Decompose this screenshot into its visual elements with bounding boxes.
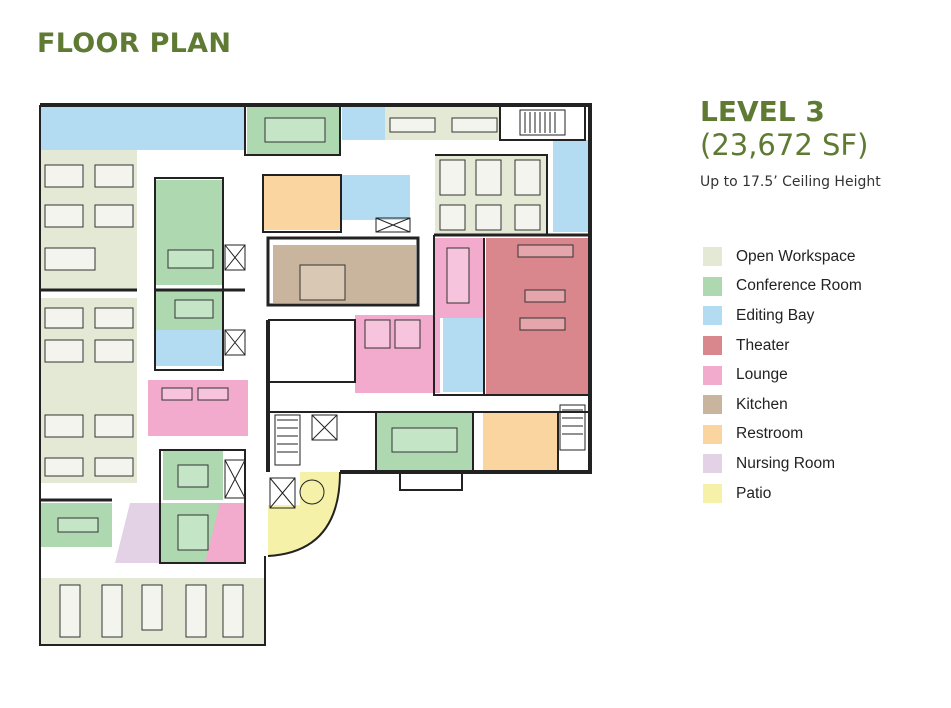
legend-item-lounge: Lounge <box>703 360 862 390</box>
legend-item-restroom: Restroom <box>703 420 862 450</box>
editing-bay-theater-side <box>443 318 483 392</box>
legend: Open Workspace Conference Room Editing B… <box>703 242 862 508</box>
swatch <box>703 336 722 356</box>
level-heading: LEVEL 3 <box>700 95 825 128</box>
legend-item-open-workspace: Open Workspace <box>703 242 862 272</box>
conference-room-west <box>155 180 223 285</box>
ceiling-height-note: Up to 17.5’ Ceiling Height <box>700 174 881 190</box>
legend-label: Patio <box>736 484 772 502</box>
open-workspace-west <box>40 298 137 483</box>
legend-item-nursing-room: Nursing Room <box>703 449 862 479</box>
swatch <box>703 484 722 504</box>
swatch <box>703 365 722 385</box>
legend-item-editing-bay: Editing Bay <box>703 301 862 331</box>
legend-label: Kitchen <box>736 395 788 413</box>
swatch <box>703 306 722 326</box>
swatch <box>703 454 722 474</box>
editing-bay-north <box>40 105 245 150</box>
swatch <box>703 247 722 267</box>
patio <box>268 472 340 556</box>
legend-label: Theater <box>736 336 790 354</box>
legend-label: Open Workspace <box>736 247 856 265</box>
theater <box>486 238 590 395</box>
editing-bay-east <box>553 140 590 232</box>
nursing-room <box>115 503 160 563</box>
legend-label: Restroom <box>736 425 804 443</box>
page-title: FLOOR PLAN <box>37 28 232 59</box>
lounge-sw <box>205 503 245 563</box>
editing-bay-n2 <box>342 105 385 140</box>
restroom-north <box>263 175 341 230</box>
legend-label: Editing Bay <box>736 306 815 324</box>
editing-bay-center <box>342 175 410 220</box>
restroom-south <box>483 412 558 472</box>
legend-label: Lounge <box>736 366 788 384</box>
editing-bay-west <box>155 330 223 366</box>
legend-item-patio: Patio <box>703 479 862 509</box>
legend-label: Conference Room <box>736 277 862 295</box>
swatch <box>703 276 722 296</box>
swatch <box>703 395 722 415</box>
swatch <box>703 424 722 444</box>
square-footage: (23,672 SF) <box>700 128 869 162</box>
legend-item-conference-room: Conference Room <box>703 272 862 302</box>
legend-item-kitchen: Kitchen <box>703 390 862 420</box>
legend-item-theater: Theater <box>703 331 862 361</box>
legend-label: Nursing Room <box>736 454 836 472</box>
